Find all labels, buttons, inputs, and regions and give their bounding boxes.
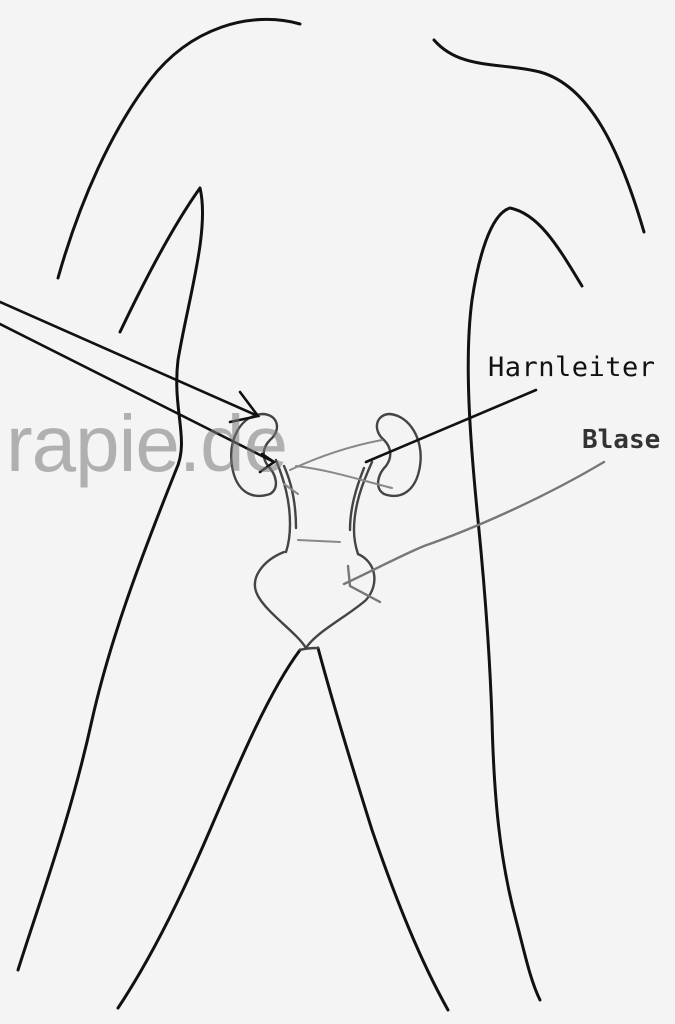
watermark: rapie.de [6, 398, 287, 490]
vessel-line-2 [296, 466, 392, 488]
bladder-label: Blase [582, 425, 660, 455]
left-inner-leg-outline [118, 650, 300, 1008]
urethra [300, 648, 318, 650]
right-inner-leg-outline [318, 648, 448, 1010]
ureter-pointer-line [366, 390, 536, 462]
right-shoulder-outline [434, 40, 644, 232]
ureter-label: Harnleiter [488, 352, 656, 383]
bladder [255, 552, 374, 648]
left-body-outline [18, 470, 176, 970]
right-body-outline [478, 520, 540, 1000]
bladder-top-line [298, 540, 340, 542]
vessel-line-1 [290, 440, 382, 470]
right-ureter [354, 462, 372, 554]
left-shoulder-outline [58, 19, 300, 278]
